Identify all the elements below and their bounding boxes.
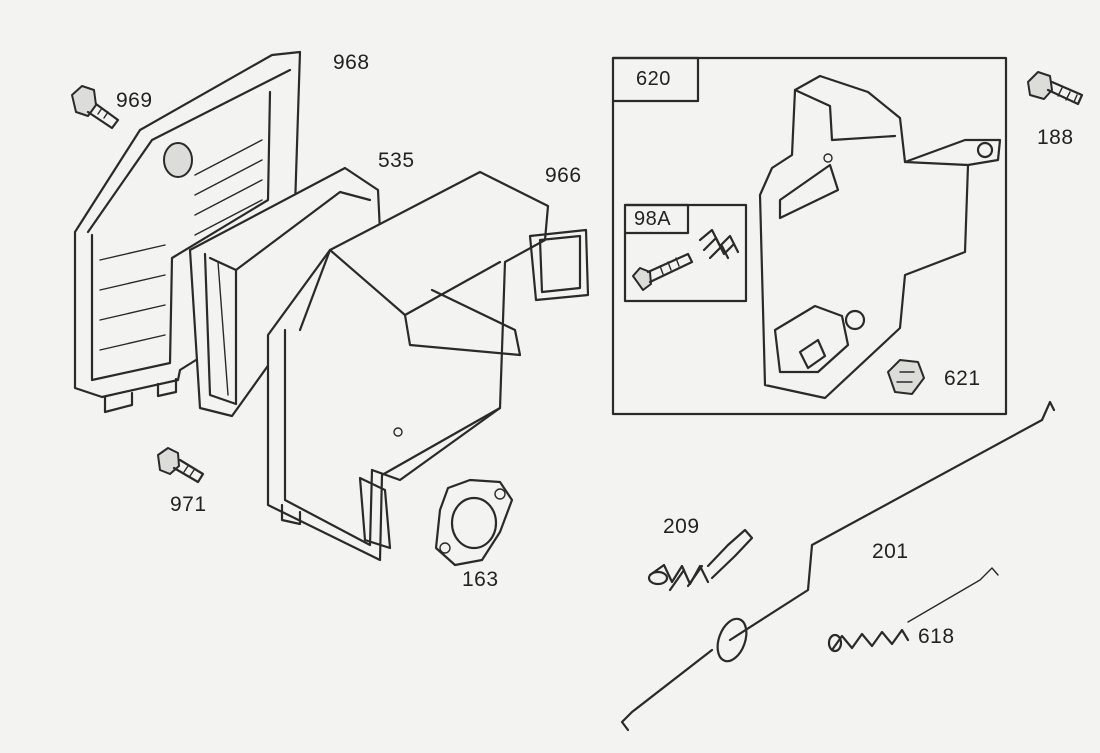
screw-971 bbox=[157, 447, 205, 484]
gasket-163 bbox=[434, 478, 514, 567]
part-label-966: 966 bbox=[545, 164, 582, 187]
screw-and-spring-98a bbox=[632, 228, 740, 291]
clip-621 bbox=[887, 359, 925, 395]
part-label-621: 621 bbox=[944, 367, 981, 390]
governor-rod-201 bbox=[620, 400, 1056, 732]
part-label-969: 969 bbox=[116, 89, 153, 112]
part-label-620: 620 bbox=[636, 68, 671, 90]
part-label-968: 968 bbox=[333, 51, 370, 74]
part-label-971: 971 bbox=[170, 493, 207, 516]
part-label-201: 201 bbox=[872, 540, 909, 563]
part-label-209: 209 bbox=[663, 515, 700, 538]
screw-969 bbox=[71, 85, 120, 130]
part-label-618: 618 bbox=[918, 625, 955, 648]
part-label-188: 188 bbox=[1037, 126, 1074, 149]
spring-209 bbox=[647, 528, 754, 592]
screw-188 bbox=[1027, 71, 1084, 106]
part-label-163: 163 bbox=[462, 568, 499, 591]
air-filter-cover-966 bbox=[266, 170, 590, 562]
spring-618 bbox=[827, 567, 999, 653]
control-assembly-box-620 bbox=[611, 56, 1008, 416]
part-label-535: 535 bbox=[378, 149, 415, 172]
part-label-98a: 98A bbox=[634, 208, 672, 230]
